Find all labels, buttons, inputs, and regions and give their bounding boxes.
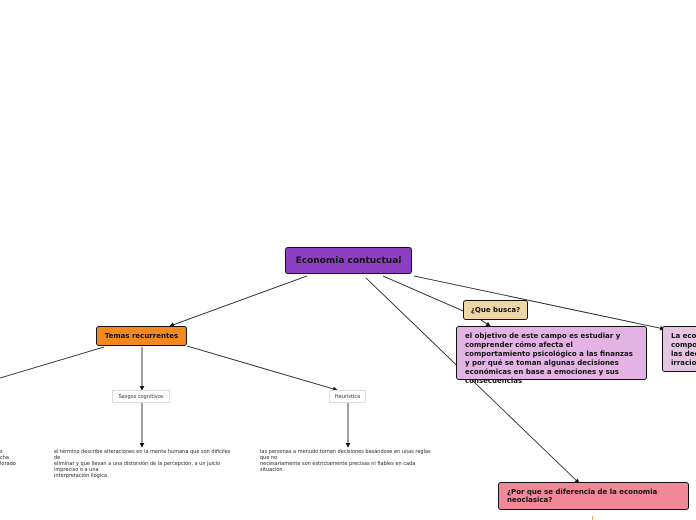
sesgos-description: el término describe alteraciones en la m… <box>54 449 231 479</box>
heuristica-node[interactable]: Heurística <box>329 390 366 403</box>
left-branch-description: s cha lorado <box>0 449 16 467</box>
edge-central-temas <box>169 275 308 327</box>
temas-recurrentes-node[interactable]: Temas recurrentes <box>96 326 187 346</box>
sesgos-cognitivos-node[interactable]: Sesgos cognitivos <box>112 390 170 403</box>
la-economia-label: La eco compo las dec irracio <box>671 332 696 367</box>
edge-central-porque <box>365 277 580 484</box>
edge-temas-heuristica <box>186 345 338 392</box>
edge-central-quebusca <box>382 275 471 315</box>
edge-temas-left <box>0 346 105 379</box>
que-busca-label: ¿Que busca? <box>470 306 521 314</box>
que-busca-node[interactable]: ¿Que busca? <box>463 300 528 320</box>
objetivo-label: el objetivo de este campo es estudiar y … <box>465 332 633 385</box>
heuristica-description: las personas a menudo toman decisiones b… <box>260 449 431 473</box>
la-economia-node[interactable]: La eco compo las dec irracio <box>662 326 696 372</box>
small-marker <box>592 516 593 520</box>
diferencia-neoclasica-node[interactable]: ¿Por que se diferencia de la economia ne… <box>498 482 689 510</box>
sesgos-cognitivos-label: Sesgos cognitivos <box>118 393 164 400</box>
central-topic-node[interactable]: Economia contuctual <box>285 247 412 274</box>
temas-recurrentes-label: Temas recurrentes <box>104 332 179 340</box>
edge-central-laeco <box>413 275 665 331</box>
diferencia-neoclasica-label: ¿Por que se diferencia de la economia ne… <box>507 488 658 504</box>
edge-quebusca-objetivo <box>480 319 491 327</box>
heuristica-label: Heurística <box>334 393 361 400</box>
central-topic-label: Economia contuctual <box>295 255 402 266</box>
objetivo-node[interactable]: el objetivo de este campo es estudiar y … <box>456 326 647 385</box>
